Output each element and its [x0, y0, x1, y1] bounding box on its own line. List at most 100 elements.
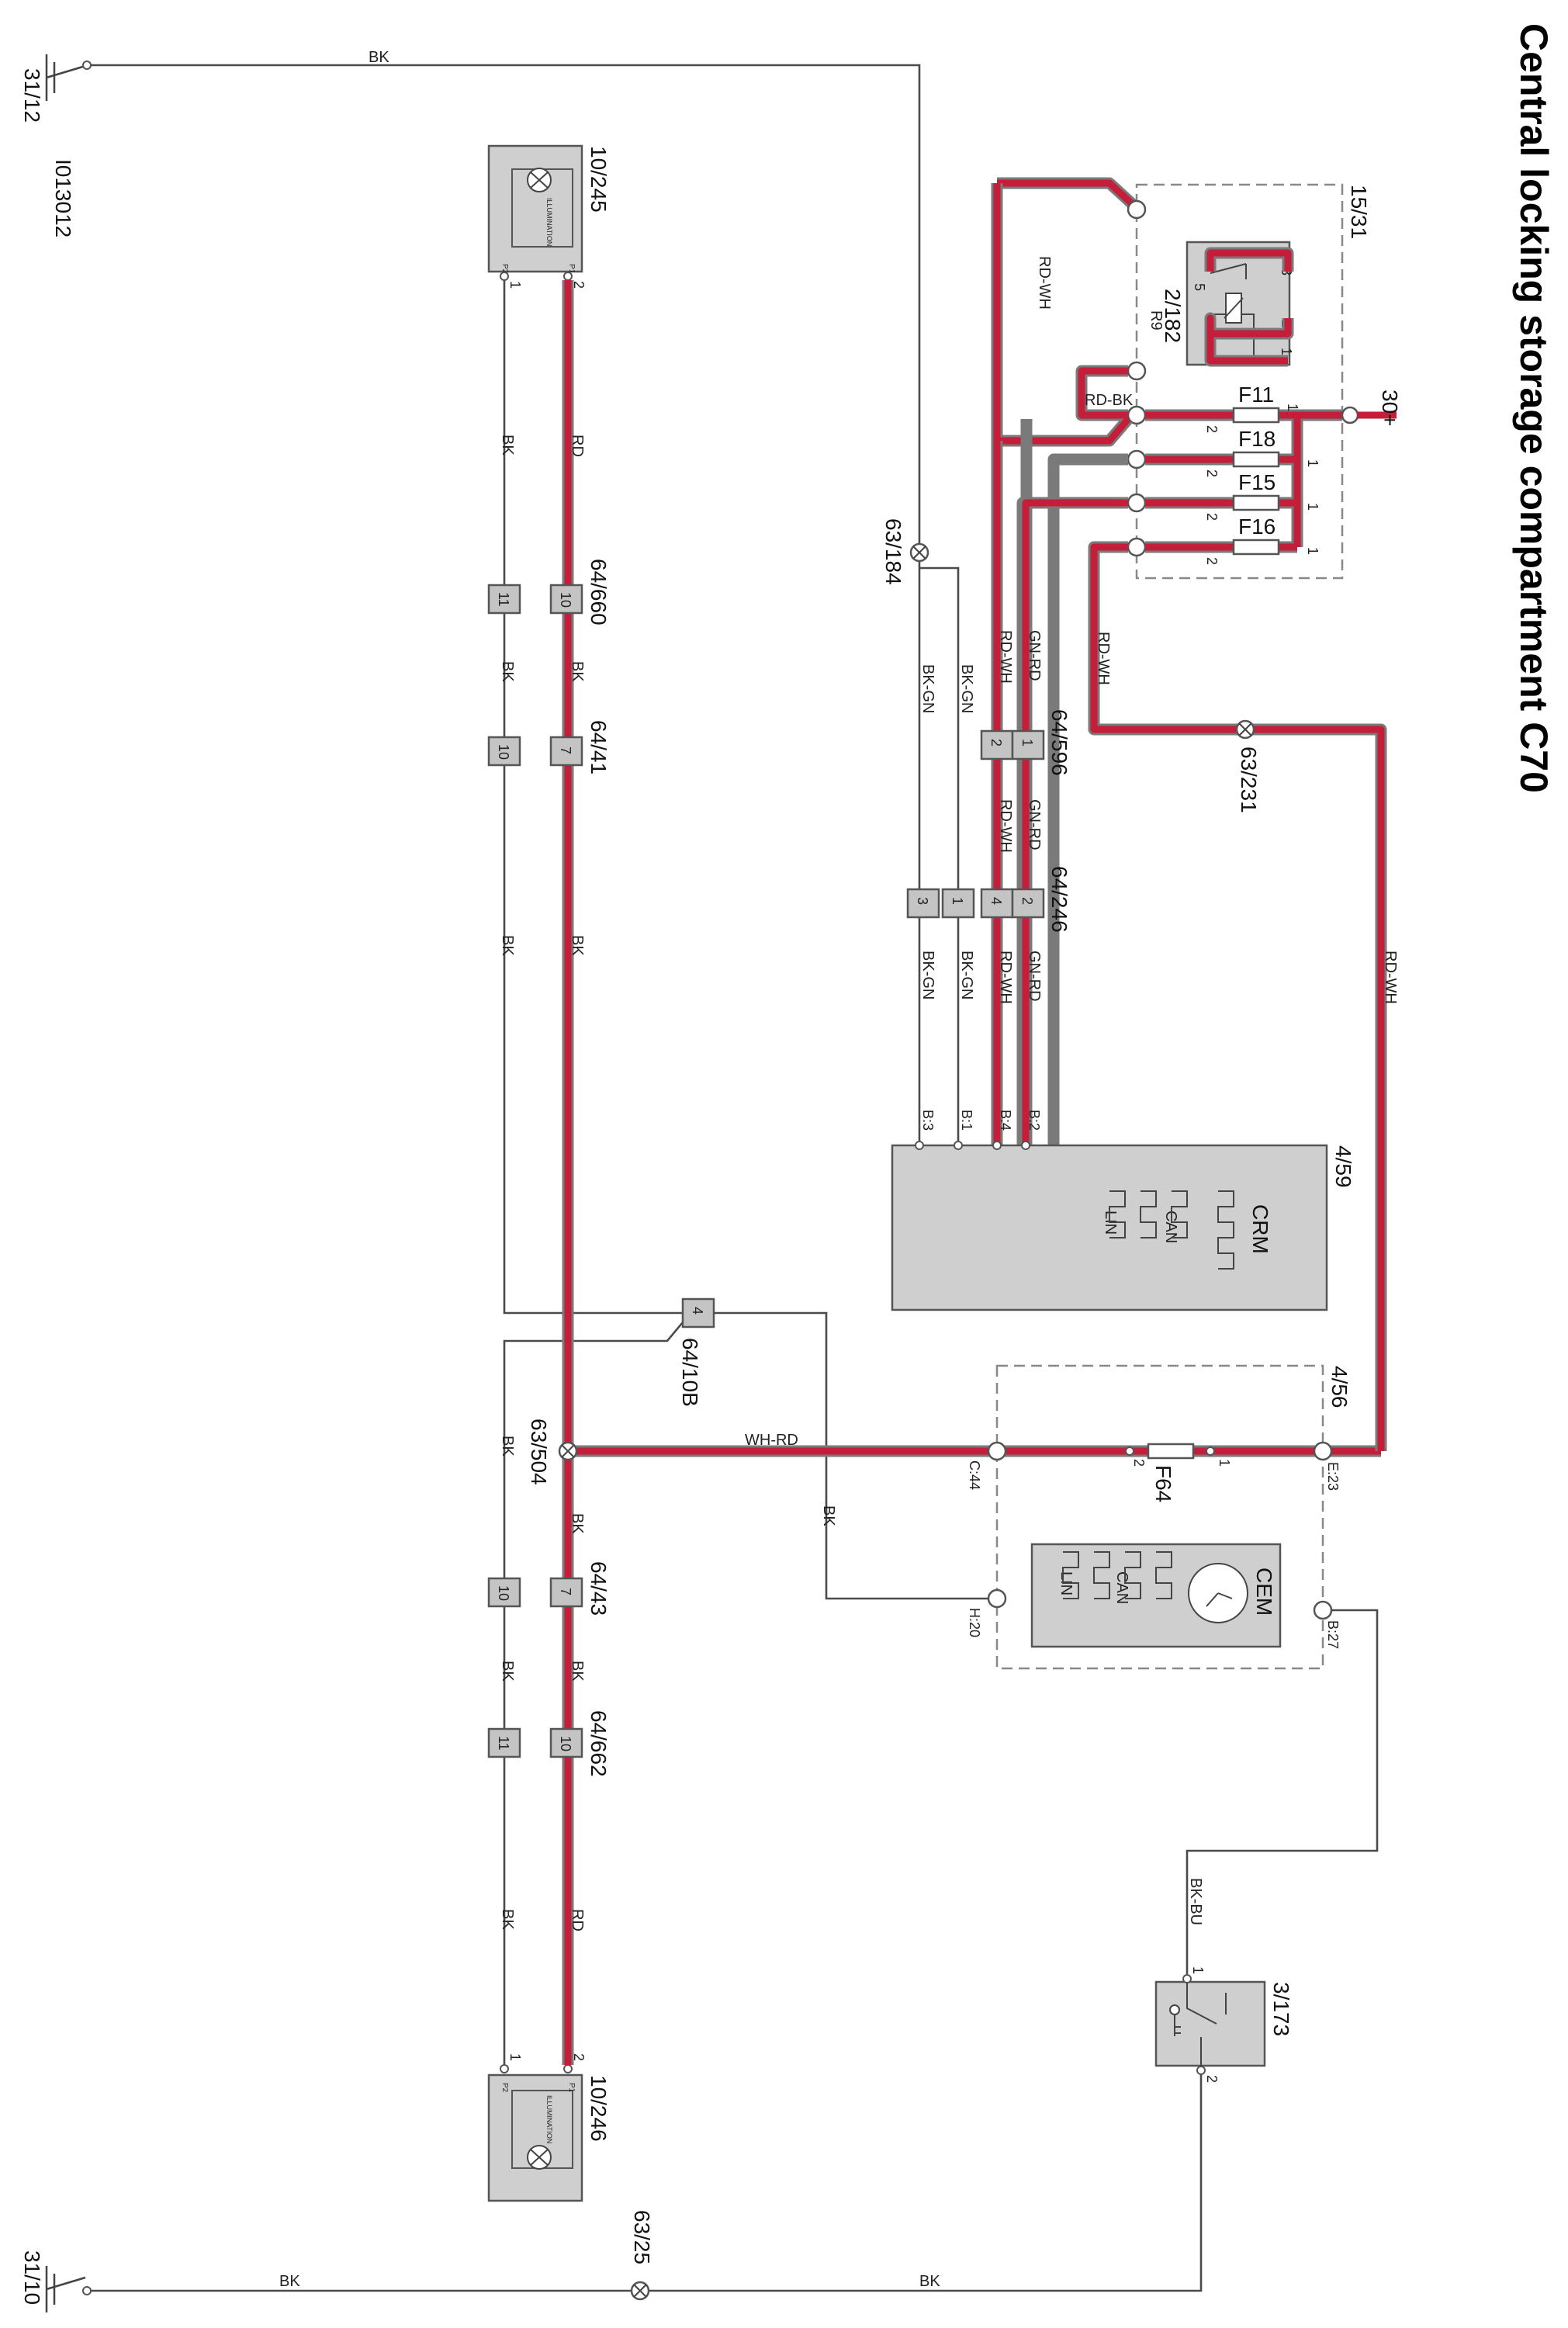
wire-bk-bottom-ground: [91, 2074, 1203, 2292]
svg-text:10: 10: [558, 1736, 573, 1751]
cem-label: 4/56: [1327, 1366, 1352, 1408]
connector-64-41-label: 64/41: [587, 720, 611, 774]
wire-rd-relay-internal: [997, 179, 1292, 365]
supply-30-plus: 30+: [1341, 390, 1402, 427]
fusebox-node-6: [1127, 537, 1147, 557]
wire-label-bk-bottom-2: BK: [919, 2273, 940, 2290]
cem-can: CAN: [1113, 1571, 1130, 1604]
connector-64-660: 11 10 64/660: [487, 559, 611, 625]
wire-label-bk-h20: BK: [820, 1505, 837, 1526]
wire-label-rd-bk-4: BK: [569, 1661, 586, 1682]
splice-63-184: 63/184: [881, 518, 929, 585]
relay-2-182: 3 5 2 1 2/182 R9: [1147, 241, 1294, 366]
connector-64-660-label: 64/660: [587, 559, 611, 625]
wire-label-bk-gn-1: BK-GN: [919, 664, 936, 713]
svg-text:F15: F15: [1238, 470, 1276, 494]
lamp-upper-pin1: 1: [507, 281, 523, 289]
crm-pin-b2: B:2: [1026, 1110, 1042, 1131]
wire-label-gn-rd-1: GN-RD: [1026, 630, 1043, 681]
fuse-f15: F15 1 2: [1204, 470, 1321, 521]
lamp-10-245: ILLUMINATION P1 P2 10/245 1 2: [487, 144, 611, 289]
wire-rd-wh-loop: [993, 183, 1131, 445]
wire-label-bk-top: BK: [369, 49, 389, 66]
relay-label: 2/182: [1161, 289, 1185, 343]
cem-pin-c44: C:44: [967, 1460, 982, 1490]
module-crm: B:3 B:1 B:4 B:2 4/59 CRM CAN LIN: [891, 1110, 1355, 1311]
cem-name: CEM: [1252, 1568, 1276, 1616]
wire-label-gn-rd-3: GN-RD: [1026, 951, 1043, 1002]
wire-label-bk-bottom-1: BK: [279, 2273, 300, 2290]
ground-31-12: 31/12: [20, 54, 92, 123]
svg-text:1: 1: [950, 897, 965, 905]
fuse-f18: F18 1 2: [1204, 427, 1321, 477]
svg-text:2: 2: [1019, 897, 1035, 905]
svg-text:1: 1: [1019, 739, 1035, 747]
connector-64-43: 10 7 64/43: [487, 1561, 611, 1616]
svg-text:10: 10: [558, 592, 573, 608]
switch-label: 3/173: [1269, 1982, 1293, 2036]
wire-label-rd-bk-1: BK: [569, 661, 586, 682]
bus-waveform-icon: [1140, 1190, 1157, 1238]
wire-label-bk-gn-4: BK-GN: [958, 951, 975, 999]
crm-pin-b1: B:1: [959, 1110, 974, 1131]
cem-pin-b27: B:27: [1325, 1620, 1341, 1649]
connector-64-41: 10 7 64/41: [487, 720, 611, 774]
fusebox-node-4: [1127, 449, 1147, 469]
wire-label-rd-wh-right: RD-WH: [1382, 951, 1399, 1004]
bus-waveform-icon: [1171, 1190, 1188, 1238]
crm-pin-b3: B:3: [920, 1110, 936, 1131]
fusebox-label: 15/31: [1347, 185, 1371, 239]
svg-text:2: 2: [1204, 2075, 1220, 2083]
svg-text:1: 1: [1279, 348, 1294, 355]
crm-can: CAN: [1162, 1211, 1179, 1243]
svg-text:2: 2: [1204, 557, 1220, 565]
connector-64-43-label: 64/43: [587, 1561, 611, 1616]
wire-label-bk-bu: BK-BU: [1187, 1878, 1204, 1925]
wire-label-rd-bk-2: BK: [569, 935, 586, 956]
wire-label-bk-4: BK: [499, 1436, 516, 1457]
cem-fuse-label: F64: [1151, 1465, 1175, 1502]
supply-label: 30+: [1378, 390, 1402, 427]
wire-label-gn-rd-2: GN-RD: [1026, 799, 1043, 850]
ground-31-10: 31/10: [20, 2250, 92, 2312]
svg-text:2: 2: [1131, 1459, 1147, 1467]
svg-text:2: 2: [1204, 425, 1220, 433]
wire-bk-top-ground: [91, 64, 921, 553]
connector-64-10b: 4 64/10B: [678, 1297, 715, 1407]
svg-text:4: 4: [988, 897, 1004, 905]
splice-63-25: 63/25: [630, 2210, 654, 2301]
wire-label-rd-wh-top: RD-WH: [1036, 256, 1053, 310]
crm-pin-b4: B:4: [998, 1110, 1013, 1131]
splice-63-184-label: 63/184: [881, 518, 905, 585]
fusebox-15-31: 15/31 3 5 2 1 2/182 R9: [1135, 183, 1371, 580]
bus-waveform-icon: [1093, 1551, 1110, 1599]
wire-label-bk-2: BK: [499, 661, 516, 682]
wire-label-rd-wh-f16: RD-WH: [1095, 632, 1112, 685]
ground-top-label: 31/12: [20, 68, 44, 123]
fusebox-node-2: [1127, 361, 1147, 381]
lamp-upper-id: 10/245: [587, 146, 611, 213]
wire-label-wh-rd: WH-RD: [745, 1432, 798, 1449]
fusebox-node-1: [1127, 199, 1147, 220]
lamp-upper-text: ILLUMINATION: [545, 198, 553, 246]
wire-label-rd-bk: RD-BK: [1085, 392, 1134, 409]
cem-node-c44: [987, 1441, 1007, 1461]
svg-text:F16: F16: [1238, 514, 1276, 539]
wire-label-rd-wh-1: RD-WH: [997, 630, 1014, 684]
image-id: I013012: [51, 159, 75, 237]
bus-waveform-icon: [1062, 1551, 1079, 1599]
svg-text:2: 2: [988, 739, 1004, 747]
svg-text:1: 1: [1305, 459, 1321, 467]
connector-64-246: 3 1 4 2 64/246: [906, 866, 1071, 933]
lamp-lower-p1: P1: [567, 2083, 576, 2093]
svg-text:1: 1: [1285, 404, 1300, 411]
svg-text:11: 11: [496, 592, 511, 607]
splice-63-25-label: 63/25: [630, 2210, 654, 2264]
svg-text:3: 3: [915, 897, 930, 905]
lamp-lower-pin2: 2: [571, 2053, 587, 2061]
lamp-upper-p2: P2: [500, 264, 509, 274]
svg-text:4: 4: [690, 1307, 705, 1315]
wire-label-rd-bk-3: BK: [569, 1513, 586, 1534]
crm-label: 4/59: [1331, 1145, 1355, 1188]
wire-bk-lamps-left-lower: [503, 1312, 691, 2065]
